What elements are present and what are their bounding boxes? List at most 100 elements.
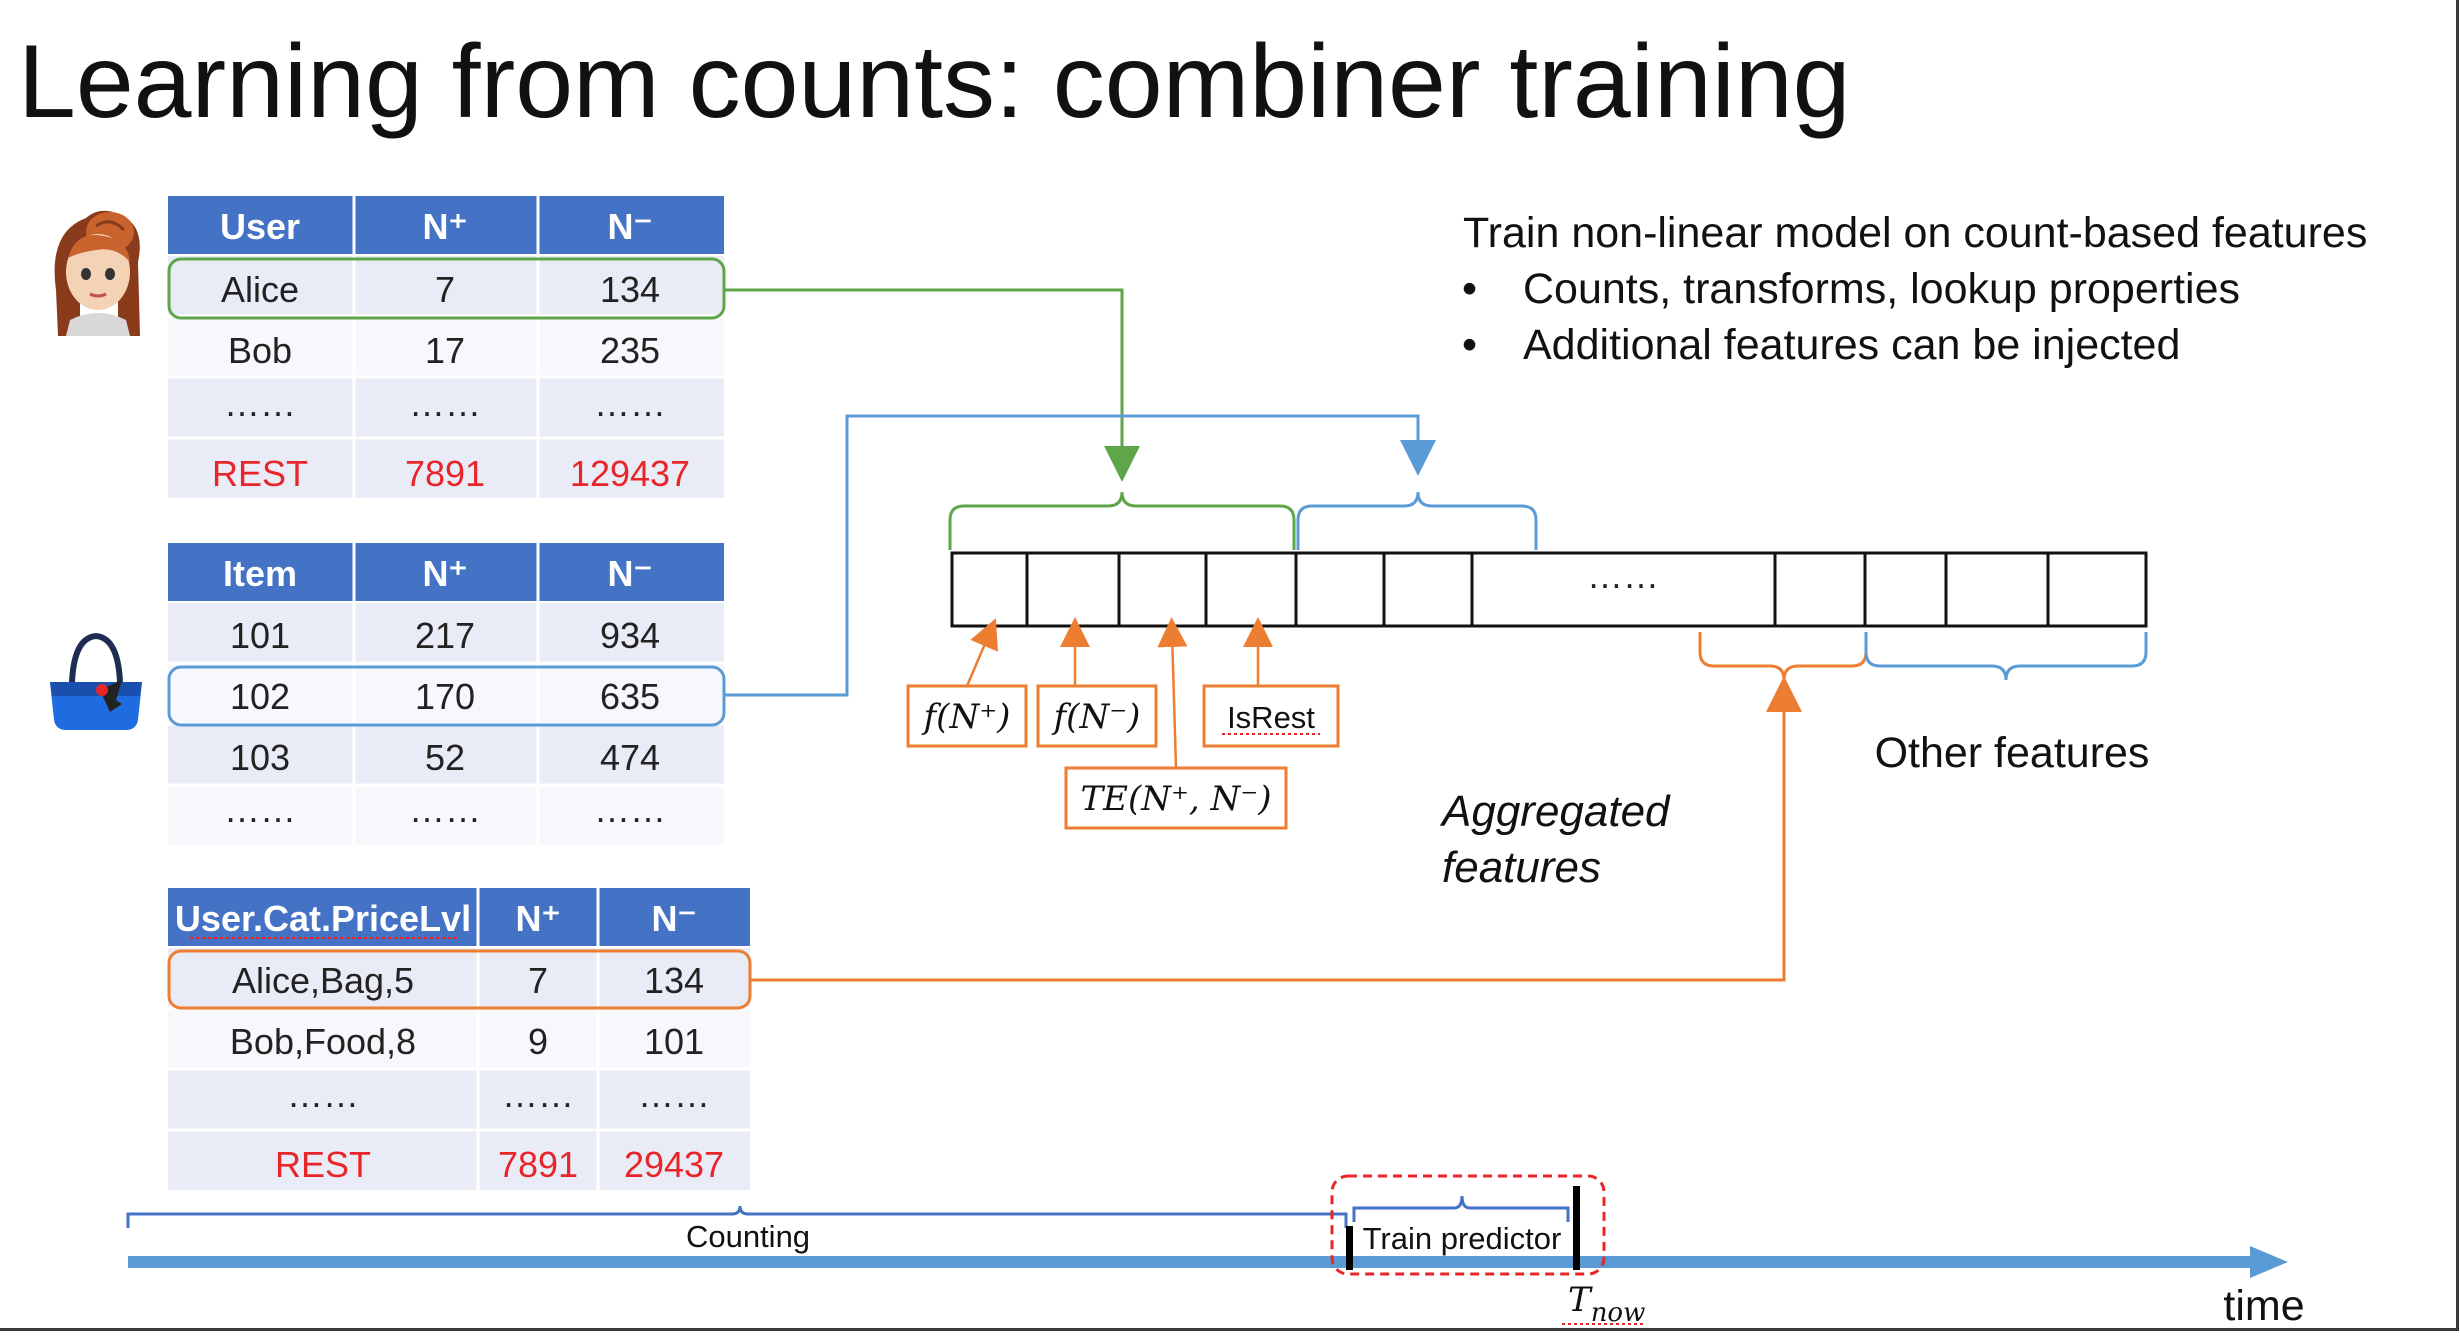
table-row	[168, 1131, 750, 1190]
table-cell: 7891	[405, 453, 485, 494]
table-row	[168, 439, 724, 498]
table-cell: ……	[224, 383, 296, 424]
timeline-arrowhead	[2250, 1246, 2288, 1278]
table-cell: 9	[528, 1021, 548, 1062]
avatar-girl-icon	[54, 210, 140, 336]
table-header	[168, 543, 724, 601]
table-cell: ……	[409, 383, 481, 424]
feature-label-isrest: IsRest	[1227, 700, 1315, 735]
tick-mark-tnow	[1573, 1186, 1580, 1270]
user-table: User N⁺ N⁻ Alice 7 134 Bob 17 235 …… …… …	[167, 196, 726, 498]
table-cell: 474	[600, 737, 660, 778]
table-row	[168, 786, 724, 845]
table-cell: 17	[425, 330, 465, 371]
bullet-marker: •	[1462, 265, 1477, 313]
column-header: N⁺	[423, 553, 468, 594]
table-row	[168, 1070, 750, 1129]
table-row	[168, 664, 724, 723]
train-window-dashed	[1330, 1174, 1606, 1276]
table-cell: ……	[502, 1074, 574, 1115]
table-cell: 52	[425, 737, 465, 778]
other-features-label: Other features	[1875, 729, 2150, 777]
brace-blue	[1296, 491, 1538, 550]
table-cell: Alice,Bag,5	[232, 960, 414, 1001]
table-cell: 170	[415, 676, 475, 717]
counting-label: Counting	[686, 1219, 810, 1254]
column-header: N⁻	[608, 553, 653, 594]
table-cell: 129437	[570, 453, 690, 494]
time-label: time	[2223, 1282, 2304, 1330]
train-brace	[1352, 1195, 1570, 1222]
table-row	[168, 603, 724, 662]
t-now-label: Tnow	[1568, 1280, 1645, 1328]
table-cell: 29437	[624, 1144, 724, 1185]
table-cell: ……	[287, 1074, 359, 1115]
column-header: N⁺	[516, 898, 561, 939]
table-cell: 7	[528, 960, 548, 1001]
table-row	[168, 256, 724, 315]
table-cell: Bob,Food,8	[230, 1021, 416, 1062]
feature-box-f-pos	[906, 684, 1028, 748]
bullet-heading: Train non-linear model on count-based fe…	[1463, 209, 2367, 257]
connector-orange	[750, 676, 1802, 982]
train-predictor-label: Train predictor	[1363, 1221, 1562, 1256]
table-row	[168, 378, 724, 437]
column-header: Item	[223, 553, 297, 594]
table-cell: Bob	[228, 330, 292, 371]
table-cell: 7	[435, 269, 455, 310]
column-header: User.Cat.PriceLvl	[175, 898, 471, 939]
feature-box-f-neg	[1036, 684, 1158, 748]
combo-table: User.Cat.PriceLvl N⁺ N⁻ Alice,Bag,5 7 13…	[167, 888, 752, 1190]
table-row	[168, 1009, 750, 1068]
timeline: Counting Train predictor Tnow time	[126, 1174, 2305, 1330]
arrow-f-pos	[965, 618, 998, 687]
feature-label-f-pos: f(N⁺)	[921, 697, 1011, 737]
brace-blue-lower	[1864, 632, 2148, 681]
column-header: N⁻	[652, 898, 697, 939]
column-header: N⁻	[608, 206, 653, 247]
bullet-list: Train non-linear model on count-based fe…	[1462, 209, 2367, 369]
table-row	[168, 317, 724, 376]
brace-orange	[1698, 632, 1868, 681]
feature-vector: ……	[950, 551, 2148, 628]
column-header: User	[220, 206, 300, 247]
table-cell: Alice	[221, 269, 299, 310]
table-header	[168, 888, 750, 946]
feature-box-isrest	[1202, 684, 1340, 748]
bullet-item: Additional features can be injected	[1523, 321, 2180, 369]
brace-green	[948, 491, 1296, 550]
bullet-item: Counts, transforms, lookup properties	[1523, 265, 2240, 313]
counting-brace	[126, 1205, 1348, 1228]
aggregated-label-line2: features	[1442, 843, 1601, 892]
table-cell: 103	[230, 737, 290, 778]
table-cell: REST	[212, 453, 308, 494]
feature-box-te	[1064, 766, 1288, 830]
connector-blue	[724, 414, 1436, 697]
table-header	[168, 196, 724, 254]
table-cell: 217	[415, 615, 475, 656]
table-cell: 101	[644, 1021, 704, 1062]
tick-mark-train-start	[1346, 1226, 1353, 1270]
table-cell: ……	[224, 789, 296, 830]
table-cell: 7891	[498, 1144, 578, 1185]
table-cell: ……	[594, 789, 666, 830]
feature-label-f-neg: f(N⁻)	[1051, 697, 1141, 737]
table-cell: 235	[600, 330, 660, 371]
connector-green	[724, 288, 1140, 482]
table-cell: 102	[230, 676, 290, 717]
table-cell: ……	[594, 383, 666, 424]
item-table: Item N⁺ N⁻ 101 217 934 102 170 635 103 5…	[167, 543, 726, 845]
aggregated-label-line1: Aggregated	[1439, 787, 1671, 836]
table-cell: 934	[600, 615, 660, 656]
table-row	[168, 725, 724, 784]
arrow-te	[1157, 617, 1188, 769]
column-header: N⁺	[423, 206, 468, 247]
table-cell: ……	[409, 789, 481, 830]
table-cell: 101	[230, 615, 290, 656]
table-cell: REST	[275, 1144, 371, 1185]
bullet-marker: •	[1462, 321, 1477, 369]
feature-label-te: TE(N⁺, N⁻)	[1080, 779, 1271, 819]
handbag-icon	[50, 632, 142, 730]
